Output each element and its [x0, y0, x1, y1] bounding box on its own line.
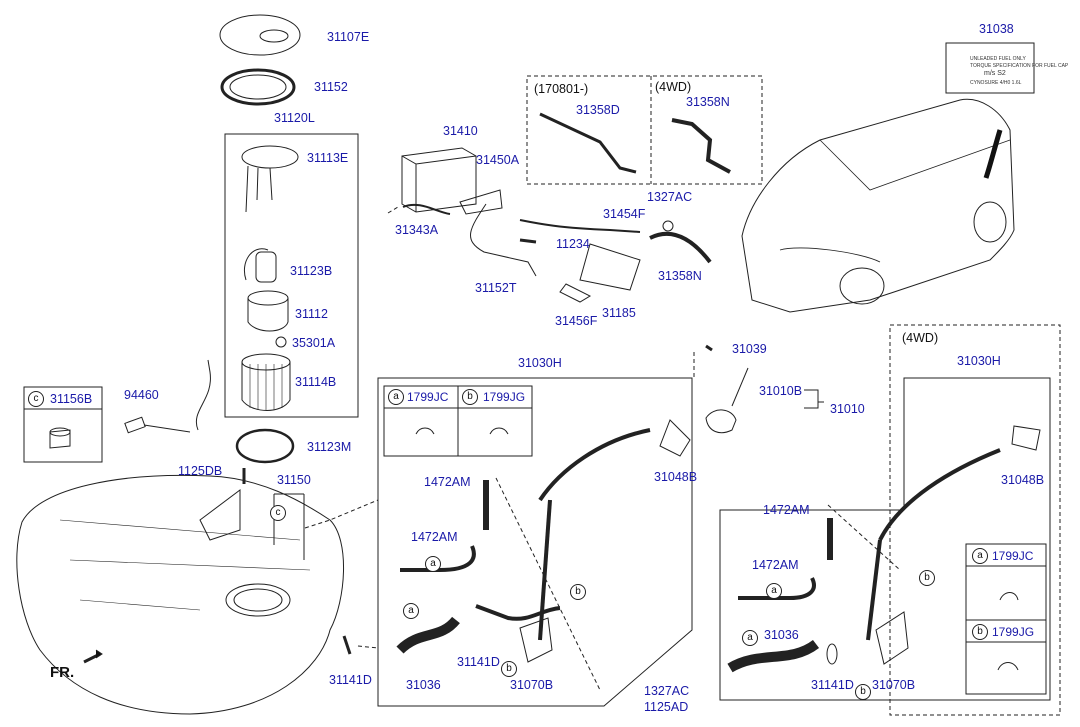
label-31036-4wd: 31036 [764, 628, 799, 642]
header-4wd-hose: (4WD) [655, 80, 692, 94]
label-31048B-main: 31048B [654, 470, 698, 484]
hose-31358D [539, 112, 637, 174]
fuel-label-sticker [945, 42, 1035, 94]
filter-31185 [579, 243, 641, 291]
sticker-line-2: TORQUE SPECIFICATION FOR FUEL CAP [970, 63, 1069, 69]
callout-b-main-neck: b [570, 584, 586, 600]
label-31070B-4wd: 31070B [872, 678, 916, 692]
label-31456F: 31456F [555, 314, 598, 328]
label-31358N-main: 31358N [658, 269, 702, 283]
callout-c-tank: c [270, 505, 286, 521]
o-ring-35301A [275, 336, 287, 348]
callout-a-tile-4wd: a [972, 548, 988, 564]
label-31152T: 31152T [475, 281, 517, 295]
callout-a-main-low: a [403, 603, 419, 619]
label-31141D-4wd: 31141D [811, 678, 854, 692]
sticker-line-3: m/s S2 [984, 70, 1006, 77]
callout-b-4wd-clip: b [855, 684, 871, 700]
label-31113E: 31113E [307, 151, 349, 165]
fuel-pump-cover-31107E [219, 14, 301, 56]
label-31112: 31112 [295, 307, 328, 321]
label-31010B: 31010B [759, 384, 803, 398]
label-31048B-4wd: 31048B [1001, 473, 1045, 487]
label-94460: 94460 [124, 388, 159, 402]
label-11234: 11234 [556, 237, 590, 251]
label-1327AC-bottom: 1327AC [644, 684, 690, 698]
hose-31358N-4wd [671, 118, 731, 174]
label-31141D-main: 31141D [457, 655, 500, 669]
label-1125AD: 1125AD [644, 700, 689, 714]
header-170801: (170801-) [534, 82, 589, 96]
label-31030H-main: 31030H [518, 356, 562, 370]
callout-b-tile-4wd: b [972, 624, 988, 640]
label-31152: 31152 [314, 80, 348, 94]
fuel-pump-31123B [255, 251, 277, 283]
callout-a-tile-main: a [388, 389, 404, 405]
sticker-line-1: UNLEADED FUEL ONLY [970, 56, 1026, 62]
sender-wire-94460 [195, 359, 211, 431]
label-31039: 31039 [732, 342, 767, 356]
tile-part-1799JG-4wd: 1799JG [992, 625, 1035, 639]
label-31454F: 31454F [603, 207, 646, 221]
label-31010: 31010 [830, 402, 865, 416]
callout-a-4wd-hose: a [766, 583, 782, 599]
callout-b-tile-main: b [462, 389, 478, 405]
label-31150: 31150 [277, 473, 311, 487]
label-31036-main: 31036 [406, 678, 441, 692]
filler-neck-group-box [377, 377, 693, 707]
bracket-31070B [519, 617, 553, 663]
label-31156B: 31156B [50, 392, 93, 406]
label-1327AC-top: 1327AC [647, 190, 693, 204]
label-1125DB: 1125DB [178, 464, 223, 478]
callout-a-main-hose: a [425, 556, 441, 572]
label-31358D: 31358D [576, 103, 620, 117]
label-31123B: 31123B [290, 264, 333, 278]
bracket-31456F [559, 283, 592, 303]
label-31107E: 31107E [327, 30, 370, 44]
label-31141D-tank: 31141D [329, 673, 372, 687]
label-1472AM-upper: 1472AM [424, 475, 471, 489]
hose-31036 [396, 616, 460, 654]
label-31123M: 31123M [307, 440, 352, 454]
front-direction-label: FR. [50, 664, 75, 681]
label-31450A: 31450A [476, 153, 520, 167]
canister-31410 [401, 147, 477, 213]
tile-part-1799JG-main: 1799JG [483, 390, 526, 404]
label-31070B-main: 31070B [510, 678, 554, 692]
label-31114B: 31114B [295, 375, 337, 389]
label-1472AM-4wd-lower: 1472AM [752, 558, 799, 572]
label-31358N-4wd: 31358N [686, 95, 730, 109]
label-31038: 31038 [979, 22, 1014, 36]
label-31343A: 31343A [395, 223, 439, 237]
callout-a-4wd-low: a [742, 630, 758, 646]
label-1472AM-4wd-upper: 1472AM [763, 503, 810, 517]
label-31410: 31410 [443, 124, 478, 138]
filter-31112 [247, 298, 289, 332]
fuel-pump-module-box [224, 133, 359, 418]
label-31120L: 31120L [274, 111, 315, 125]
label-1472AM-lower: 1472AM [411, 530, 458, 544]
fuel-sender-31113E [241, 145, 299, 169]
label-31030H-4wd: 31030H [957, 354, 1001, 368]
header-4wd-neck: (4WD) [902, 331, 939, 345]
sticker-line-4: CYNOSURE 4/H0 1.6L [970, 80, 1022, 86]
vehicle-outline [741, 98, 1015, 313]
callout-b-4wd-neck: b [919, 570, 935, 586]
tile-part-1799JC-4wd: 1799JC [992, 549, 1034, 563]
fuel-cap-31010 [705, 409, 737, 434]
reservoir-31114B [241, 362, 291, 411]
fuel-tank [16, 474, 344, 715]
callout-b-main-clip: b [501, 661, 517, 677]
label-35301A: 35301A [292, 336, 336, 350]
label-31185: 31185 [602, 306, 636, 320]
lock-ring-31152 [220, 68, 296, 106]
tile-part-1799JC-main: 1799JC [407, 390, 449, 404]
gasket-31123M [235, 428, 295, 464]
callout-c-legend: c [28, 391, 44, 407]
